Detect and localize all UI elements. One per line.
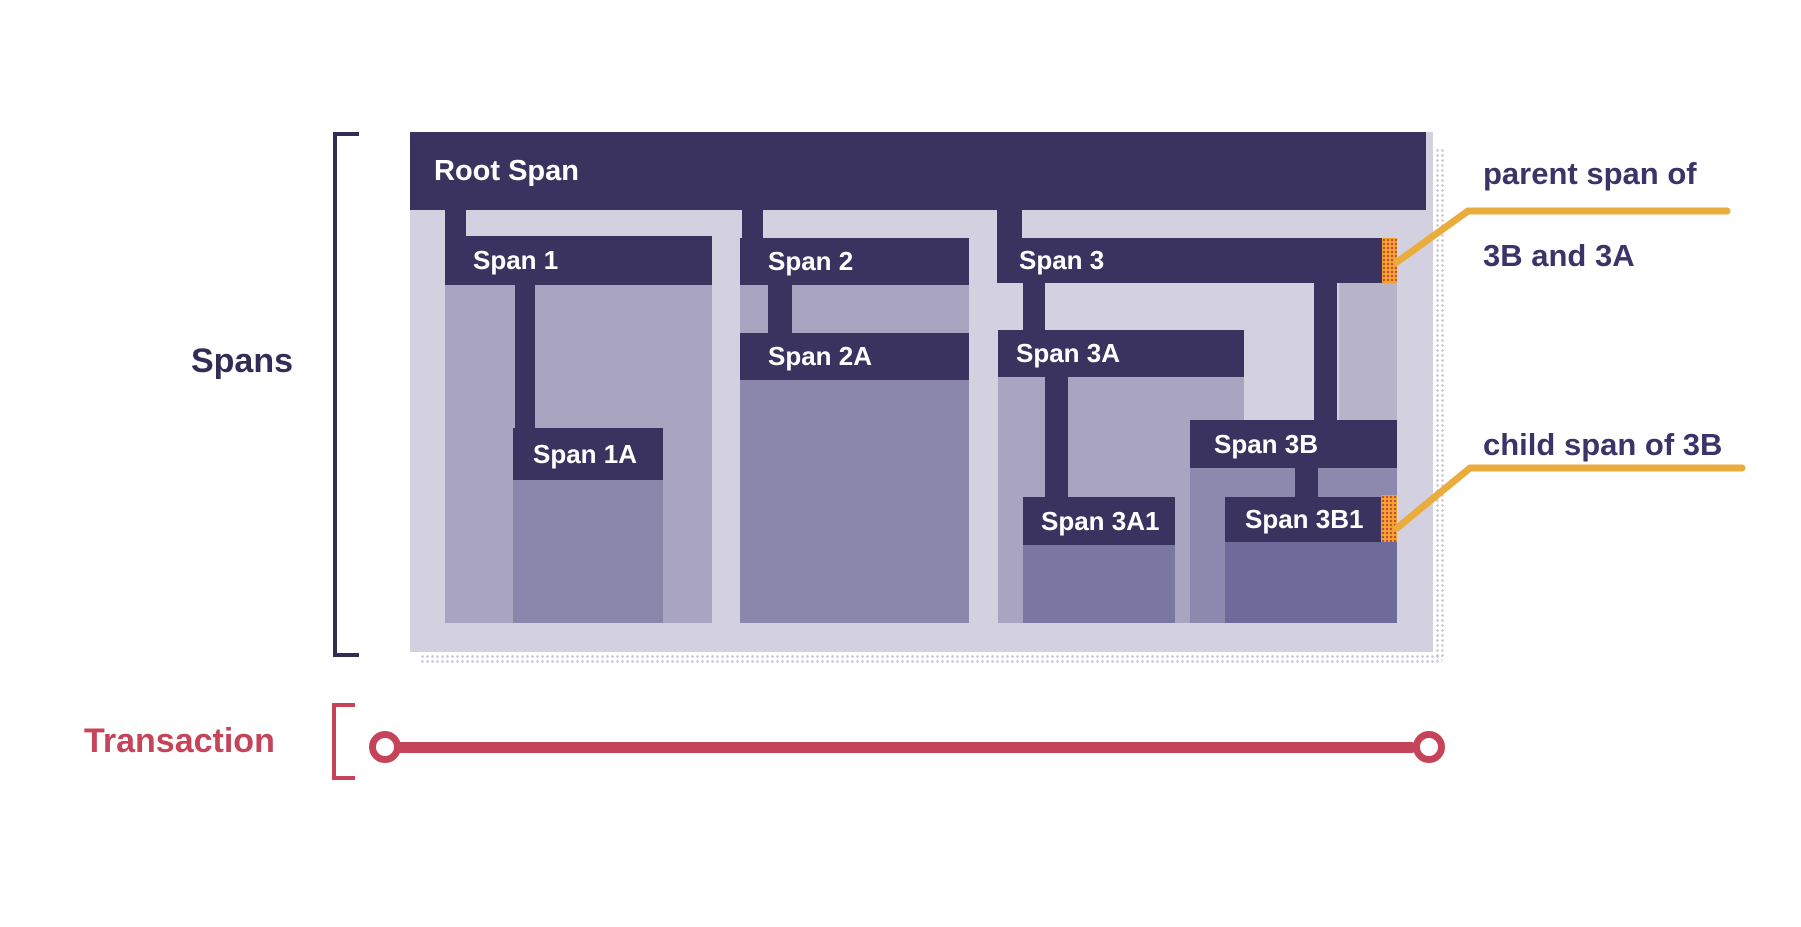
span3a1-duration-fill [1023, 545, 1175, 623]
span1a-duration-fill [513, 480, 663, 623]
span1-label: Span 1 [473, 245, 559, 275]
span3b1-label: Span 3B1 [1245, 504, 1364, 534]
child-span-marker [1381, 495, 1397, 542]
span1-bar: Span 1 [445, 236, 712, 285]
root-span-label: Root Span [434, 154, 579, 187]
trace-container: Root Span Span 1 Span 1A Span 2 Span 2A … [410, 132, 1433, 652]
span3-duration-fill [1339, 283, 1397, 420]
connector-root-span2 [742, 210, 763, 238]
transaction-label: Transaction [84, 722, 275, 760]
parent-span-marker [1382, 238, 1397, 283]
connector-span3-span3a [1023, 283, 1045, 330]
span3a-bar: Span 3A [998, 330, 1244, 377]
span3a1-bar: Span 3A1 [1023, 497, 1175, 545]
span2a-label: Span 2A [768, 341, 873, 371]
connector-span3-span3b [1314, 283, 1337, 420]
span3b-bar: Span 3B [1190, 420, 1397, 468]
span2-label: Span 2 [768, 246, 854, 276]
connector-span1-span1a [515, 285, 535, 428]
span2a-duration-fill [740, 380, 969, 623]
connector-span2-span2a [768, 285, 792, 333]
container-shadow-bottom [420, 654, 1442, 663]
parent-span-annotation: parent span of 3B and 3A [1483, 112, 1697, 317]
child-span-annotation: child span of 3B [1483, 427, 1723, 462]
span3-label: Span 3 [1019, 245, 1105, 275]
parent-span-annotation-line2: 3B and 3A [1483, 238, 1635, 273]
connector-root-span3 [997, 210, 1022, 238]
parent-span-annotation-line1: parent span of [1483, 156, 1697, 191]
span3b-label: Span 3B [1214, 428, 1319, 459]
span3a-label: Span 3A [1016, 338, 1121, 368]
container-shadow-right [1435, 148, 1444, 660]
spans-label: Spans [190, 342, 294, 380]
span3-bar: Span 3 [997, 238, 1382, 283]
spans-bracket [333, 132, 359, 657]
span3a1-label: Span 3A1 [1041, 505, 1160, 536]
connector-span3b-span3b1 [1295, 468, 1318, 497]
span3b1-bar: Span 3B1 [1225, 497, 1381, 542]
transaction-bracket [332, 703, 355, 780]
span1a-label: Span 1A [533, 438, 638, 469]
span1a-bar: Span 1A [513, 428, 663, 480]
root-span-bar: Root Span [410, 132, 1426, 210]
child-callout-line [1393, 464, 1746, 532]
connector-span3a-span3a1 [1045, 377, 1068, 497]
transaction-start-point [369, 731, 401, 763]
connector-root-span1 [445, 210, 466, 236]
span3b1-duration-fill [1225, 542, 1397, 623]
span2-bar: Span 2 [740, 238, 969, 285]
transaction-end-point [1413, 731, 1445, 763]
transaction-timeline [399, 742, 1414, 753]
span2a-bar: Span 2A [740, 333, 969, 380]
